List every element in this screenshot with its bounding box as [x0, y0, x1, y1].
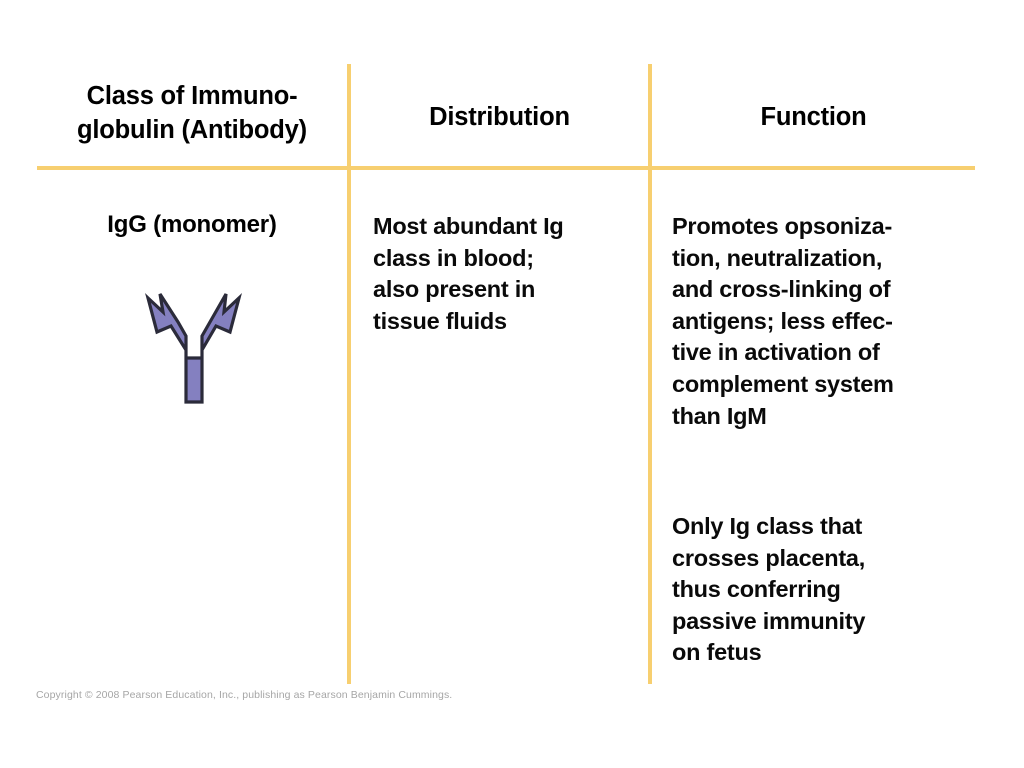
- cell-function-paragraph-1: Promotes opsoniza- tion, neutralization,…: [672, 213, 894, 429]
- cell-distribution: Most abundant Ig class in blood; also pr…: [373, 213, 564, 334]
- antibody-y-shape: [145, 293, 242, 404]
- copyright-notice: Copyright © 2008 Pearson Education, Inc.…: [36, 689, 453, 701]
- cell-class-name: IgG (monomer): [107, 211, 277, 238]
- header-divider: [37, 166, 975, 170]
- column-header-class: Class of Immuno- globulin (Antibody): [77, 82, 307, 144]
- column-header-function: Function: [760, 103, 867, 131]
- column-header-distribution: Distribution: [429, 103, 570, 131]
- cell-function-paragraph-2: Only Ig class that crosses placenta, thu…: [672, 513, 866, 666]
- column-divider-1: [347, 64, 351, 684]
- antibody-monomer-icon: [37, 288, 347, 410]
- column-divider-2: [648, 64, 652, 684]
